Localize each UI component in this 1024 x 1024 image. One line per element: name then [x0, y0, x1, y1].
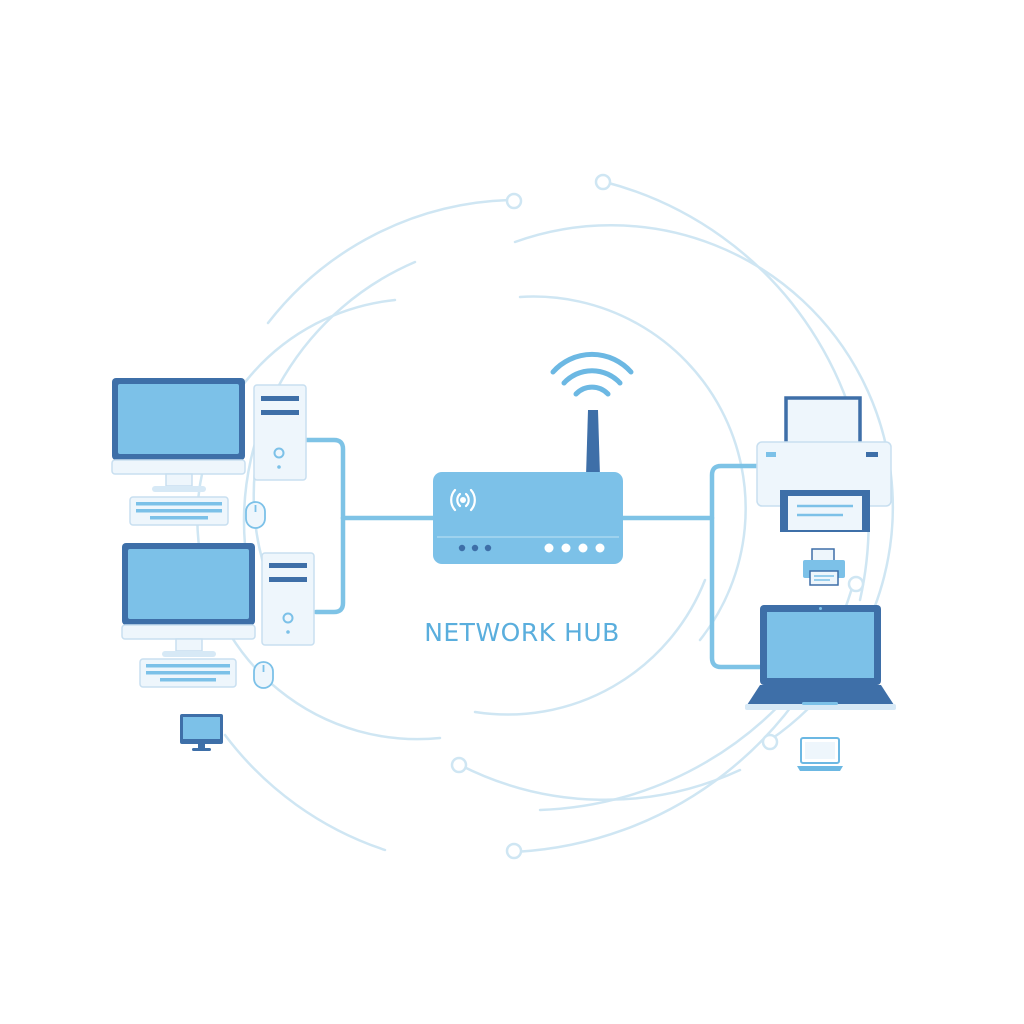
tower-pc-icon: [261, 552, 315, 646]
ring-node: [847, 575, 865, 593]
ring-arc: [242, 260, 417, 547]
port-lights: [544, 543, 605, 553]
small-desktop-icon: [180, 714, 223, 751]
keyboard-icon: [139, 658, 237, 688]
router-icon: [433, 351, 634, 564]
cable-bottom-pc: [313, 515, 346, 615]
workstation-bottom: [121, 543, 315, 689]
ring-node: [450, 756, 468, 774]
keyboard-icon: [129, 496, 229, 526]
ring-node: [505, 192, 523, 210]
tower-pc-icon: [253, 384, 307, 481]
desktop-computer-icon: [111, 378, 246, 492]
ring-arc: [196, 298, 442, 741]
router-antenna: [586, 410, 600, 476]
ring-arc: [518, 295, 747, 642]
ring-nodes: [450, 173, 865, 860]
ring-arc: [223, 733, 387, 852]
ring-arc: [458, 763, 742, 802]
small-printer-icon: [803, 548, 845, 586]
cable-printer: [709, 463, 763, 670]
wifi-signal-icon: [550, 351, 634, 397]
desktop-computer-icon: [121, 543, 256, 657]
ring-arc: [473, 578, 707, 716]
mouse-icon: [245, 501, 266, 529]
ring-node: [761, 733, 779, 751]
mouse-icon: [253, 661, 274, 689]
laptop-icon: [745, 605, 896, 710]
ring-arc: [266, 198, 512, 325]
broadcast-icon: [450, 488, 476, 512]
ring-arc: [603, 180, 870, 602]
ring-node: [505, 842, 523, 860]
ring-node: [594, 173, 612, 191]
cables: [303, 437, 763, 670]
router-body: [433, 472, 623, 564]
hub-label: NETWORK HUB: [424, 618, 620, 647]
small-laptop-icon: [797, 737, 843, 771]
printer-icon: [756, 396, 892, 532]
workstation-top: [111, 378, 307, 529]
status-lights: [458, 544, 492, 552]
cable-top-pc: [303, 437, 346, 521]
